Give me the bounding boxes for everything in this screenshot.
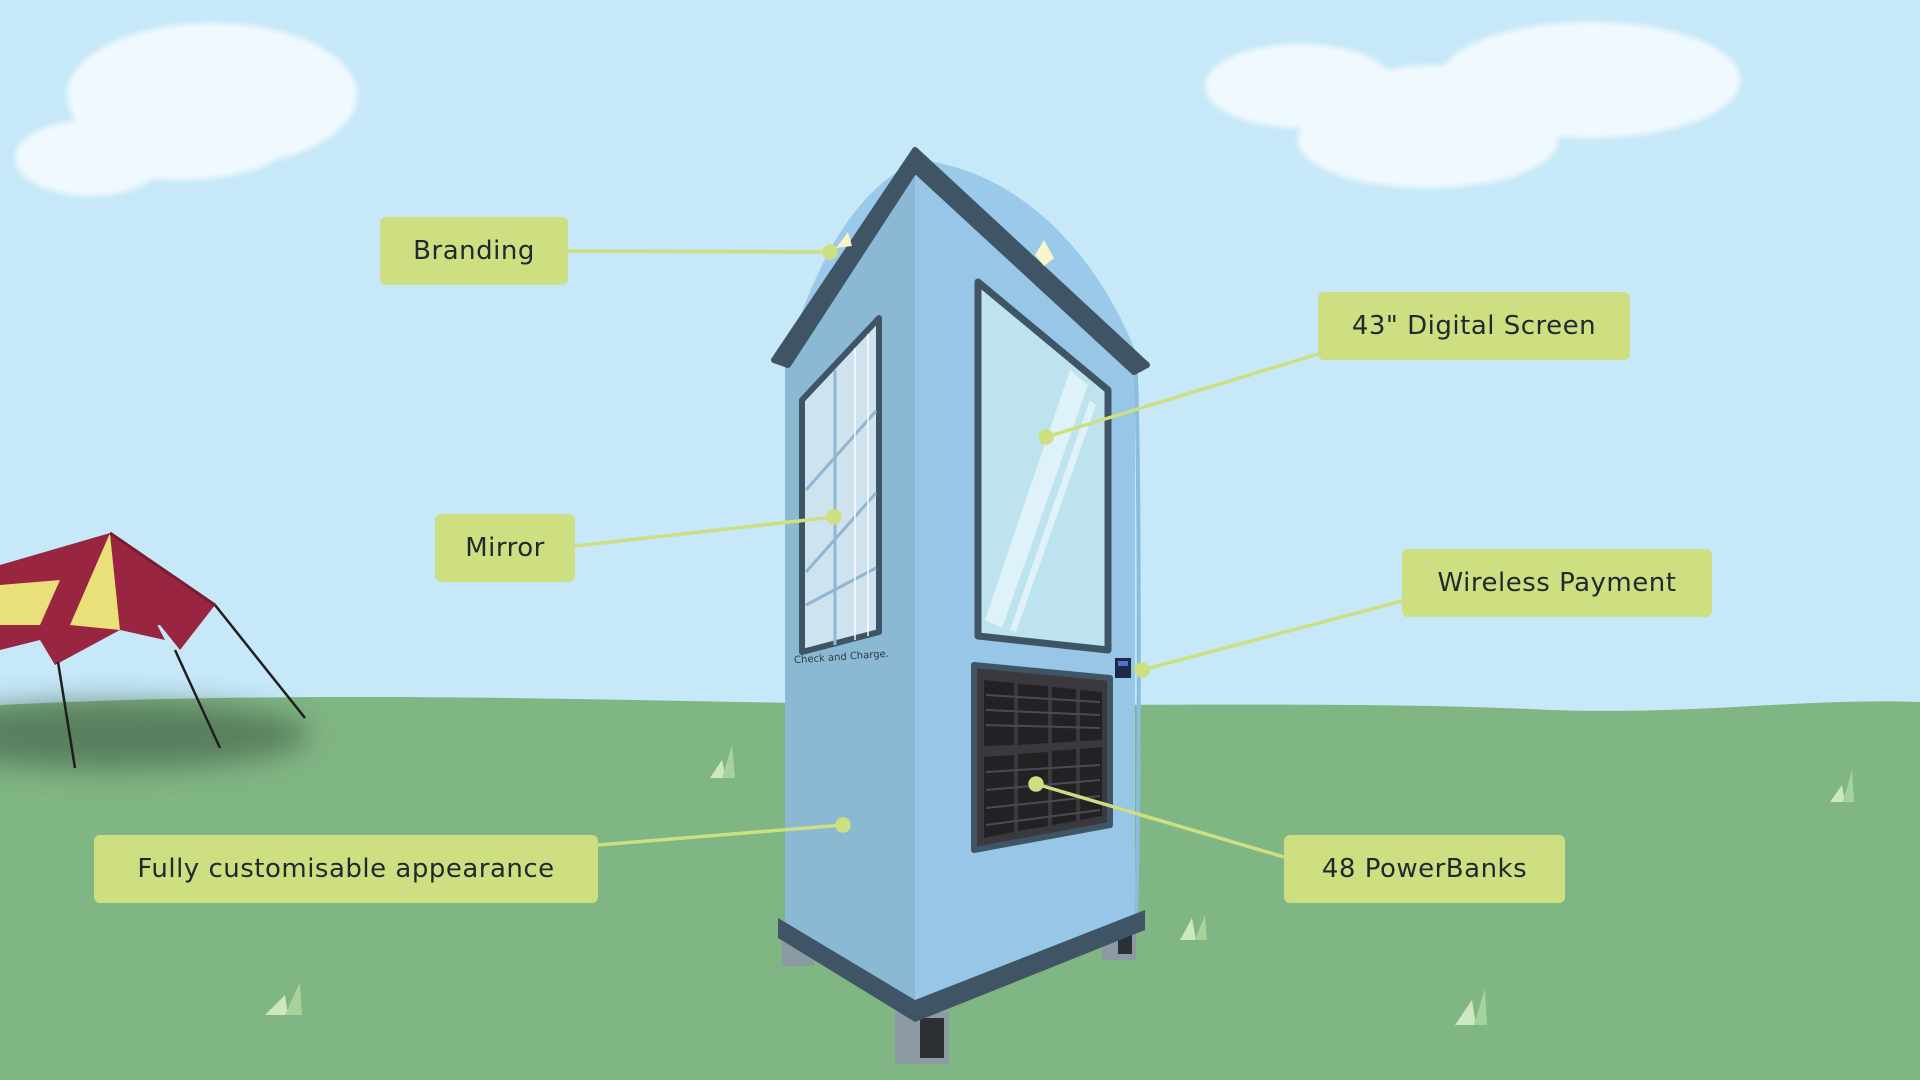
callout-wireless-payment-label: Wireless Payment: [1437, 568, 1677, 598]
branding-light-right: [1035, 240, 1054, 266]
callout-wireless-payment: Wireless Payment: [1402, 549, 1712, 617]
mirror-panel: [799, 315, 882, 655]
callout-branding-label: Branding: [413, 236, 535, 266]
callout-branding: Branding: [380, 217, 568, 285]
grass-tufts: [265, 745, 1854, 1025]
connector-branding: [567, 249, 831, 254]
tent-shadow: [0, 701, 310, 769]
cloud-right: [1205, 22, 1740, 188]
connector-mirror: [574, 515, 835, 548]
digital-screen: [974, 278, 1112, 654]
callout-connectors: [567, 244, 1403, 859]
kiosk-illustration: [771, 147, 1150, 1064]
powerbank-grid: [971, 662, 1113, 853]
kiosk-roof-trim: [771, 147, 1150, 375]
cloud-left: [15, 23, 357, 196]
tent-illustration: [0, 531, 306, 769]
callout-mirror-label: Mirror: [465, 533, 545, 563]
callout-digital-screen-label: 43" Digital Screen: [1351, 311, 1597, 341]
connector-appearance: [597, 823, 844, 847]
callout-powerbanks-label: 48 PowerBanks: [1321, 854, 1528, 884]
branding-light-left: [836, 232, 852, 248]
wireless-payment-terminal: [1115, 658, 1131, 678]
connector-screen: [1045, 352, 1319, 439]
callout-appearance: Fully customisable appearance: [94, 835, 598, 903]
connector-payment: [1141, 599, 1403, 672]
callout-appearance-label: Fully customisable appearance: [137, 854, 555, 884]
callout-mirror: Mirror: [435, 514, 575, 582]
kiosk-base-trim: [778, 910, 1145, 1022]
callout-powerbanks: 48 PowerBanks: [1284, 835, 1565, 903]
callout-digital-screen: 43" Digital Screen: [1318, 292, 1630, 360]
connector-powerbanks: [1035, 782, 1285, 859]
